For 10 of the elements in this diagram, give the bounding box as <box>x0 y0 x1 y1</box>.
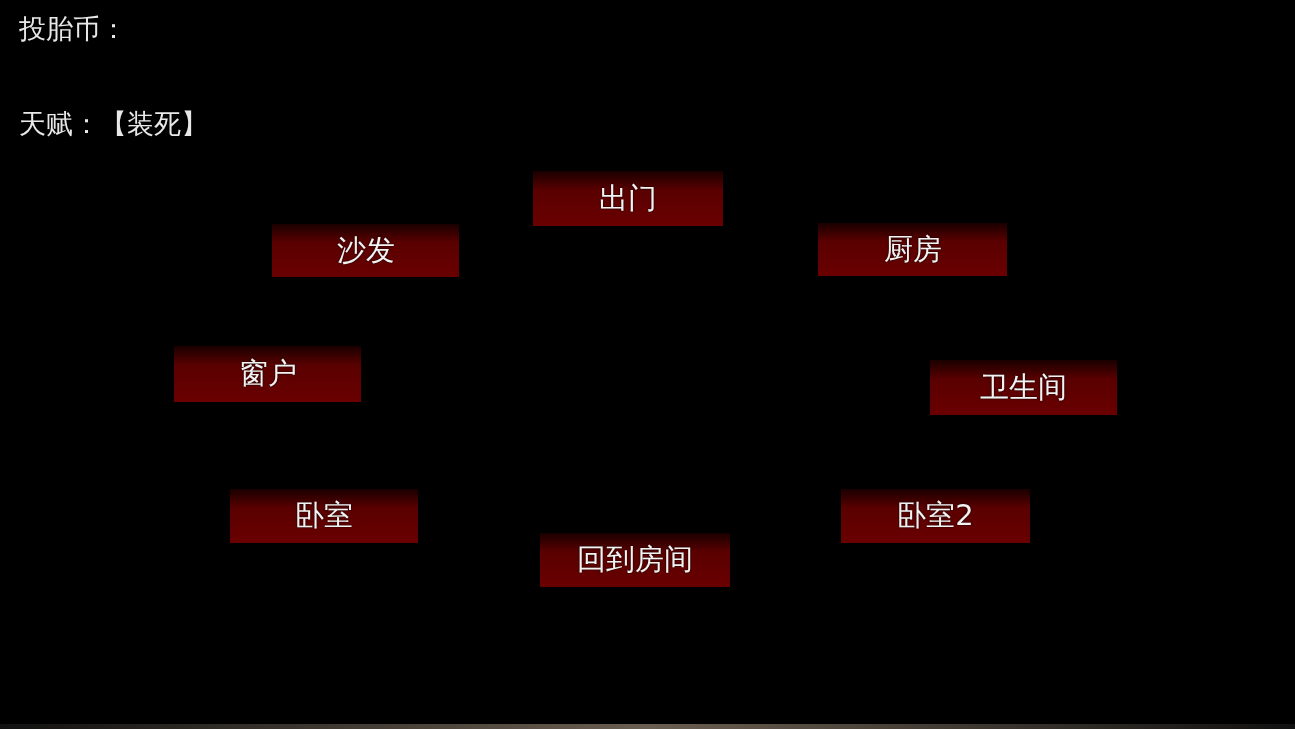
location-button: 卧室 <box>230 489 418 543</box>
location-button: 窗户 <box>174 346 361 402</box>
location-button: 沙发 <box>272 224 459 277</box>
location-button: 卧室2 <box>841 489 1030 543</box>
coin-counter-text: 投胎币： <box>19 12 127 46</box>
location-button: 厨房 <box>818 223 1007 276</box>
talent-text: 天赋：【装死】 <box>19 107 208 141</box>
location-button: 出门 <box>533 171 723 226</box>
location-button: 卫生间 <box>930 360 1117 415</box>
location-button: 回到房间 <box>540 533 730 587</box>
